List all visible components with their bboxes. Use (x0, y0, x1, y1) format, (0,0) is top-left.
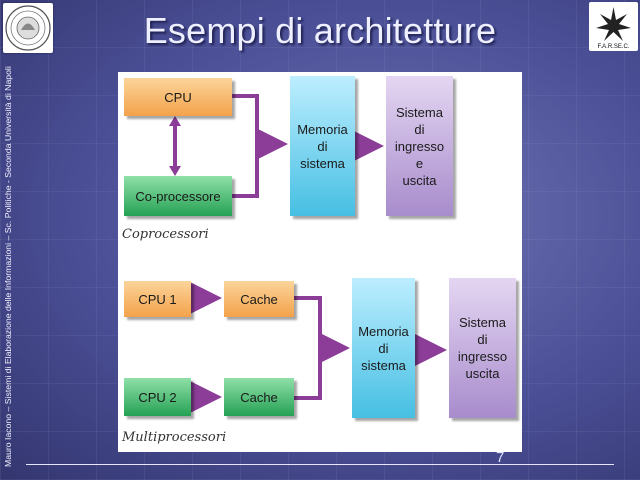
svg-text:F.A.R.SE.C.: F.A.R.SE.C. (597, 44, 629, 50)
io-system-box: Sistema di ingresso e uscita (386, 76, 453, 216)
cpu1-box: CPU 1 (124, 281, 191, 317)
cpu2-box: CPU 2 (124, 378, 191, 416)
io-system-box-2: Sistema di ingresso uscita (449, 278, 516, 418)
cache1-box: Cache (224, 281, 294, 317)
system-memory-box-2: Memoria di sistema (352, 278, 415, 418)
slide-title: Esempi di architetture (143, 10, 497, 51)
coprocessor-caption: Coprocessori (122, 227, 209, 242)
vertical-footer-text: Mauro Iacono – Sistemi di Elaborazione d… (3, 66, 13, 467)
multiprocessor-caption: Multiprocessori (122, 430, 227, 445)
page-number: 7 (496, 449, 505, 466)
coprocessor-box: Co-processore (124, 176, 232, 216)
system-memory-box: Memoria di sistema (290, 76, 355, 216)
cache2-box: Cache (224, 378, 294, 416)
cpu-box: CPU (124, 78, 232, 116)
architecture-figure-panel: CPU Co-processore Memoria di sistema Sis… (118, 72, 522, 452)
farsec-logo: F.A.R.SE.C. (589, 2, 638, 51)
connection-arrows (169, 94, 447, 413)
university-seal-logo (3, 3, 53, 53)
footer-divider (26, 464, 614, 465)
